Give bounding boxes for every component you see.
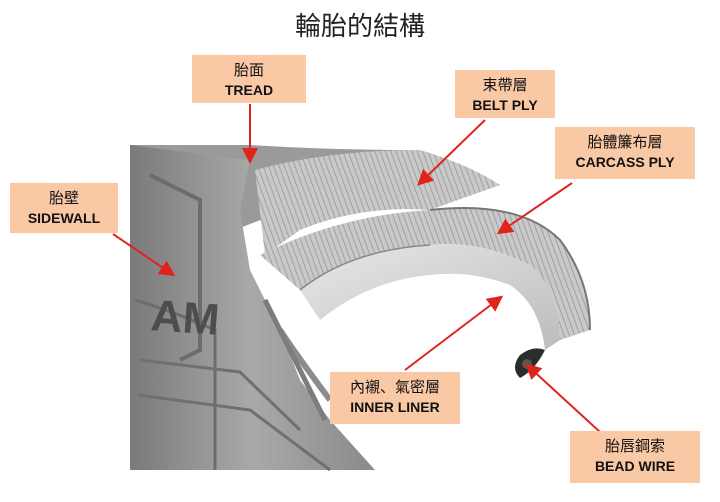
label-belt-ply-zh: 束帶層 <box>482 76 528 94</box>
label-bead-wire-zh: 胎唇鋼索 <box>604 437 665 455</box>
label-carcass-ply-zh: 胎體簾布層 <box>587 133 663 151</box>
label-carcass-ply-en: CARCASS PLY <box>575 153 675 170</box>
label-tread-en: TREAD <box>224 81 274 98</box>
label-inner-liner-zh: 內襯、氣密層 <box>349 378 440 396</box>
label-sidewall: 胎壁 SIDEWALL <box>10 183 118 233</box>
carcass-ply-shape <box>260 208 590 340</box>
sidewall-shape <box>130 145 375 470</box>
label-tread: 胎面 TREAD <box>192 55 306 103</box>
arrow-bead-wire <box>525 363 601 433</box>
label-bead-wire: 胎唇鋼索 BEAD WIRE <box>570 431 700 483</box>
sidewall-lettering: AM <box>149 291 221 345</box>
inner-liner-shape <box>300 244 560 350</box>
arrow-sidewall <box>112 233 176 277</box>
label-tread-zh: 胎面 <box>233 61 264 79</box>
label-belt-ply: 束帶層 BELT PLY <box>455 70 555 118</box>
label-carcass-ply: 胎體簾布層 CARCASS PLY <box>555 127 695 179</box>
arrow-inner-liner <box>404 295 504 371</box>
belt-ply-shape <box>255 150 500 255</box>
label-inner-liner-en: INNER LINER <box>350 398 440 415</box>
arrow-belt-ply <box>417 119 486 186</box>
diagram-title: 輪胎的結構 <box>294 12 425 42</box>
label-inner-liner: 內襯、氣密層 INNER LINER <box>330 372 460 424</box>
label-belt-ply-en: BELT PLY <box>472 96 538 113</box>
label-sidewall-en: SIDEWALL <box>27 209 101 226</box>
label-sidewall-zh: 胎壁 <box>48 189 79 207</box>
arrow-carcass-ply <box>496 182 573 235</box>
label-bead-wire-en: BEAD WIRE <box>594 457 676 474</box>
